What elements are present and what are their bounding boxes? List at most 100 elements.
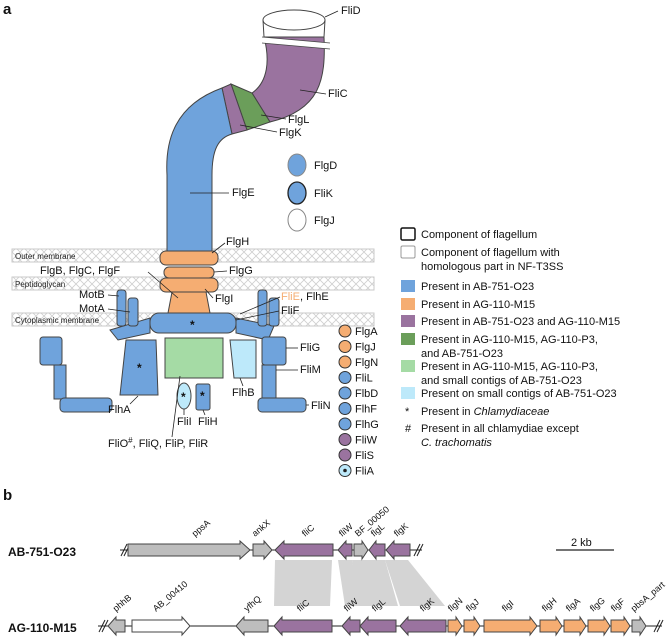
component-label-flbd: FlbD xyxy=(355,388,378,400)
gene-label-ag-phhb: phhB xyxy=(111,592,134,613)
label-flio: FliO#, FliQ, FliP, FliR xyxy=(108,436,208,450)
gene-ag-yfhq xyxy=(235,615,269,637)
flha xyxy=(119,339,159,396)
gene-ab-flgl xyxy=(368,539,386,561)
legend-ab-and-ag-text: Present in AB-751-O23 and AG-110-M15 xyxy=(421,316,620,328)
gene-ag-phhb xyxy=(107,615,126,637)
gene-ab-flic xyxy=(274,539,334,561)
component-circle-flga xyxy=(338,324,352,338)
gene-ag-flgj xyxy=(463,615,481,637)
export-gate xyxy=(164,337,224,379)
gene-label-ag-flgn: flgN xyxy=(446,596,465,614)
homology-flic xyxy=(274,560,332,606)
component-dot-flia xyxy=(343,468,347,473)
label-flgl: FlgL xyxy=(288,114,309,126)
gene-ab-ppsa xyxy=(127,539,251,561)
legend-ag-p3-ab-text-line2: and AB-751-O23 xyxy=(421,348,503,360)
structure-labels: FliD FliC FlgL FlgK FlgE FlgH FlgG FlgB,… xyxy=(40,5,361,450)
component-label-flia: FliA xyxy=(355,466,375,478)
gene-ag-flgh xyxy=(539,615,563,637)
gene-ag-flgg xyxy=(587,615,611,637)
gene-ag-flic xyxy=(273,615,333,637)
component-label-fliw: FliW xyxy=(355,435,378,447)
legend-small-contigs-swatch xyxy=(401,387,415,399)
legend-ag-p3-small-contigs-swatch xyxy=(401,360,415,372)
free-proteins: FlgD FliK FlgJ xyxy=(287,153,337,232)
gene-ag-flgn xyxy=(447,615,463,637)
flig-right xyxy=(261,336,287,366)
component-label-flgn: FlgN xyxy=(355,357,378,369)
scale-bar-label: 2 kb xyxy=(571,537,592,549)
component-label-flgj: FlgJ xyxy=(355,342,376,354)
component-circle-fliw xyxy=(338,433,352,446)
gene-ag-flgl xyxy=(359,615,397,637)
gene-label-ag-flgf: flgF xyxy=(609,596,627,614)
flih-star: * xyxy=(200,389,205,403)
basal-body: * * * * xyxy=(39,250,307,413)
filament-gap xyxy=(261,37,331,49)
legend-homologous-part-text-line2: homologous part in NF-T3SS xyxy=(421,261,563,273)
homology-flgk xyxy=(385,560,445,606)
gene-label-ag-yfhq: yfhQ xyxy=(242,594,263,614)
legend-all-except-trachomatis-text: Present in all chlamydiae except xyxy=(421,423,579,435)
component-label-flis: FliS xyxy=(355,450,374,462)
component-circle-flis xyxy=(338,448,352,462)
gene-label-ag-flga: flgA xyxy=(564,596,582,614)
gene-map: AB-751-O23 ppsA ankX fliC fliW BF_00050 … xyxy=(8,504,667,637)
flik-symbol xyxy=(287,181,307,205)
motb-stator xyxy=(116,289,127,327)
label-flim: FliM xyxy=(300,364,321,376)
gene-label-ag-pbsa-part: pbsA_part xyxy=(629,579,667,613)
genome-name-ag: AG-110-M15 xyxy=(8,621,77,635)
flid-cap-sides xyxy=(262,19,326,38)
label-flha: FlhA xyxy=(108,404,131,416)
legend-chlamydiaceae-text: Present in Chlamydiaceae xyxy=(421,406,549,418)
label-flik: FliK xyxy=(314,188,334,200)
label-flii: FliI xyxy=(177,416,192,428)
flgh-ring xyxy=(159,250,219,266)
label-flig: FliG xyxy=(300,342,320,354)
label-flgj: FlgJ xyxy=(314,215,335,227)
gene-ab-fliw xyxy=(337,539,353,561)
legend-ag110-text: Present in AG-110-M15 xyxy=(421,299,535,311)
flhb xyxy=(229,339,257,379)
component-label-flhf: FlhF xyxy=(355,404,377,416)
legend-ag-p3-ab-text: Present in AG-110-M15, AG-110-P3, xyxy=(421,334,598,346)
motb-stator-right xyxy=(257,289,268,327)
flin-right xyxy=(257,397,307,413)
label-flgi: FlgI xyxy=(215,293,233,305)
label-mota: MotA xyxy=(79,303,105,315)
label-flgd: FlgD xyxy=(314,160,337,172)
gene-label-ab-flic: fliC xyxy=(300,522,317,538)
gene-ag-flgi xyxy=(483,615,538,637)
flha-star: * xyxy=(137,361,142,375)
label-flgk: FlgK xyxy=(279,127,302,139)
component-circle-flil xyxy=(338,371,352,384)
gene-ab-bf00050 xyxy=(353,539,369,561)
flic-filament xyxy=(251,36,325,123)
legend-ag-p3-ab-swatch xyxy=(401,333,415,345)
legend-chlamydiaceae-symbol: * xyxy=(405,406,410,418)
label-flid: FliD xyxy=(341,5,361,17)
flgg-rod xyxy=(163,266,215,279)
legend-homologous-part-swatch xyxy=(400,245,416,259)
label-flgh: FlgH xyxy=(226,236,249,248)
cytoplasmic-membrane-label: Cytoplasmic membrane xyxy=(15,316,100,325)
component-label-flhg: FlhG xyxy=(355,419,379,431)
component-circle-flgn xyxy=(338,355,352,369)
legend-ab-and-ag-swatch xyxy=(401,315,415,327)
flgd-symbol xyxy=(287,153,307,177)
gene-ag-flgf xyxy=(610,615,631,637)
flim-left xyxy=(53,364,67,400)
genome-name-ab: AB-751-O23 xyxy=(8,545,76,559)
gene-label-ag-ab00410: AB_00410 xyxy=(151,579,190,614)
gene-label-ag-flgg: flgG xyxy=(588,595,607,613)
legend-component-swatch xyxy=(400,227,416,241)
flgj-symbol xyxy=(287,208,307,232)
label-flic: FliC xyxy=(328,88,348,100)
legend-all-except-trachomatis-text-line2: C. trachomatis xyxy=(421,437,492,449)
gene-label-ag-flgh: flgH xyxy=(540,596,559,614)
gene-label-ab-ankx: ankX xyxy=(250,518,272,539)
label-flhb: FlhB xyxy=(232,387,255,399)
